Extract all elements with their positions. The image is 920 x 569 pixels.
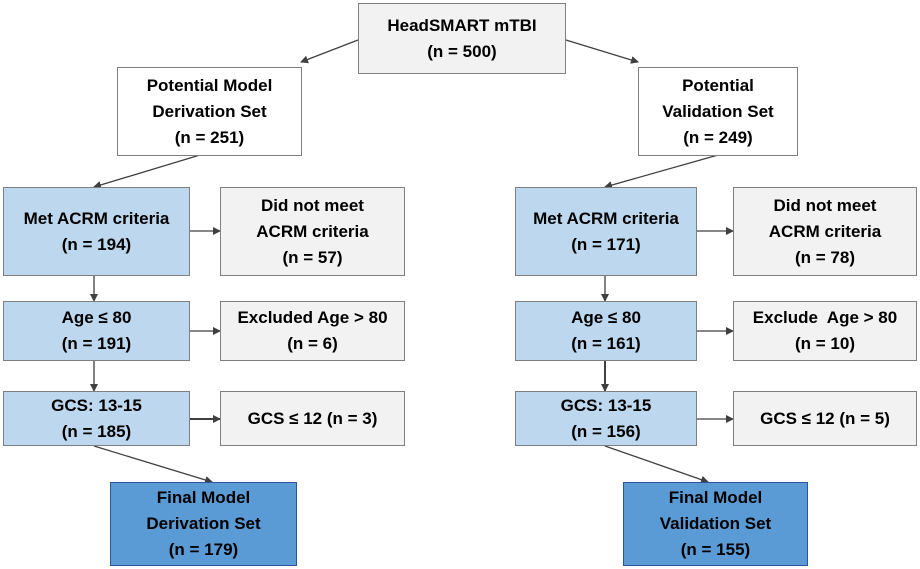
derivation-not-met-line-2: ACRM criteria	[256, 221, 369, 241]
derivation-final-line-1: Final Model	[156, 488, 251, 507]
validation-not-met-line-2: ACRM criteria	[768, 221, 882, 241]
arrow-validation-potential-to-met	[604, 154, 719, 189]
derivation-gcs-line-1: GCS: 13-15	[51, 395, 142, 415]
validation-potential-box: Potential Validation Set (n = 249)	[638, 67, 798, 156]
validation-age-line-2: (n = 161)	[571, 334, 641, 353]
validation-gcs-line-1: GCS: 13-15	[560, 395, 652, 415]
validation-potential-line-2: Validation Set	[662, 101, 774, 121]
derivation-final-line-3: (n = 179)	[168, 540, 239, 559]
derivation-gcs-line-2: (n = 185)	[61, 421, 132, 441]
validation-age-box: Age ≤ 80 (n = 161)	[515, 301, 697, 361]
arrow-validation-gcs-to-final	[604, 445, 709, 484]
derivation-not-met-line-1: Did not meet	[261, 195, 364, 215]
arrow-root-to-derivation	[300, 39, 359, 64]
derivation-age-excluded-line-1: Excluded Age > 80	[237, 308, 388, 327]
validation-age-excluded-line-1: Exclude Age > 80	[752, 308, 898, 327]
derivation-final-line-2: Derivation Set	[146, 514, 261, 533]
derivation-gcs-excluded-box: GCS ≤ 12 (n = 3)	[220, 391, 405, 446]
arrow-derivation-gcs-to-final	[93, 445, 213, 484]
derivation-age-line-1: Age ≤ 80	[61, 308, 132, 327]
derivation-met-acrm-line-1: Met ACRM criteria	[23, 208, 170, 228]
root-line-2: (n = 500)	[427, 41, 497, 61]
derivation-age-excluded-box: Excluded Age > 80 (n = 6)	[220, 301, 405, 361]
derivation-potential-line-2: Derivation Set	[152, 101, 267, 121]
validation-met-acrm-line-2: (n = 171)	[571, 234, 641, 254]
validation-final-line-2: Validation Set	[659, 514, 772, 533]
validation-potential-line-1: Potential	[682, 75, 754, 95]
validation-gcs-excluded-line-1: GCS ≤ 12 (n = 5)	[760, 408, 890, 428]
validation-met-acrm-box: Met ACRM criteria (n = 171)	[515, 187, 697, 276]
derivation-potential-line-1: Potential Model	[146, 75, 273, 95]
validation-age-excluded-box: Exclude Age > 80 (n = 10)	[733, 301, 917, 361]
derivation-not-met-line-3: (n = 57)	[282, 247, 343, 267]
validation-final-line-1: Final Model	[668, 488, 763, 507]
validation-not-met-line-1: Did not meet	[773, 195, 877, 215]
validation-age-line-1: Age ≤ 80	[571, 308, 641, 327]
validation-potential-line-3: (n = 249)	[683, 127, 753, 147]
validation-gcs-line-2: (n = 156)	[571, 421, 641, 441]
validation-final-line-3: (n = 155)	[680, 540, 751, 559]
derivation-gcs-excluded-line-1: GCS ≤ 12 (n = 3)	[247, 408, 378, 428]
validation-not-met-line-3: (n = 78)	[795, 247, 855, 267]
derivation-met-acrm-box: Met ACRM criteria (n = 194)	[3, 187, 190, 276]
derivation-potential-line-3: (n = 251)	[174, 127, 245, 147]
derivation-met-acrm-line-2: (n = 194)	[61, 234, 132, 254]
arrow-root-to-validation	[565, 39, 639, 64]
headsmart-root-box: HeadSMART mTBI (n = 500)	[358, 3, 566, 74]
derivation-age-line-2: (n = 191)	[61, 334, 132, 353]
derivation-final-box: Final Model Derivation Set (n = 179)	[110, 482, 297, 566]
validation-gcs-excluded-box: GCS ≤ 12 (n = 5)	[733, 391, 917, 446]
derivation-age-box: Age ≤ 80 (n = 191)	[3, 301, 190, 361]
validation-met-acrm-line-1: Met ACRM criteria	[533, 208, 679, 228]
derivation-age-excluded-line-2: (n = 6)	[287, 334, 338, 353]
arrow-derivation-potential-to-met	[93, 154, 201, 189]
derivation-gcs-box: GCS: 13-15 (n = 185)	[3, 391, 190, 446]
validation-final-box: Final Model Validation Set (n = 155)	[623, 482, 808, 566]
derivation-not-met-acrm-box: Did not meet ACRM criteria (n = 57)	[220, 187, 405, 276]
root-line-1: HeadSMART mTBI	[387, 15, 537, 35]
validation-age-excluded-line-2: (n = 10)	[795, 334, 855, 353]
derivation-potential-box: Potential Model Derivation Set (n = 251)	[117, 67, 302, 156]
validation-not-met-acrm-box: Did not meet ACRM criteria (n = 78)	[733, 187, 917, 276]
validation-gcs-box: GCS: 13-15 (n = 156)	[515, 391, 697, 446]
